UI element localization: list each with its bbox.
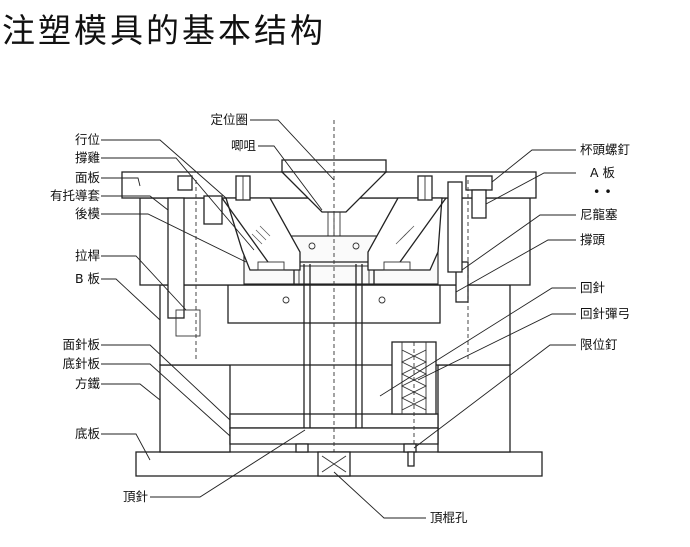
left-labels: 行位 撐雞 面板 有托導套 後模 拉桿 B 板 面針板 底針板 方鐵 底板 (50, 132, 101, 441)
leader-lines (101, 119, 576, 519)
bottom-labels: 頂針 頂棍孔 (123, 489, 468, 525)
label-you-tuo-dao-tao: 有托導套 (50, 188, 101, 203)
label-a-ban: A 板 (590, 165, 616, 180)
label-mian-ban: 面板 (75, 170, 101, 185)
page-title: 注塑模具的基本结构 (2, 11, 326, 50)
label-fang-tie: 方鐵 (75, 376, 101, 391)
label-ding-wei-quan: 定位圈 (210, 112, 248, 127)
label-ding-gun-kong: 頂棍孔 (430, 510, 468, 525)
label-dots: • • (593, 184, 612, 199)
label-hui-zhen: 回針 (580, 280, 606, 295)
mold-drawing (121, 120, 543, 477)
right-labels: 杯頭螺釘 A 板 • • 尼龍塞 撐頭 回針 回針彈弓 限位釘 (580, 142, 630, 352)
label-hou-mo: 後模 (75, 206, 101, 221)
top-labels: 定位圈 唧咀 (210, 112, 256, 153)
label-hang-wei: 行位 (75, 132, 100, 147)
label-xian-wei-ding: 限位釘 (580, 337, 618, 352)
label-bei-tou-luo-ding: 杯頭螺釘 (580, 142, 630, 157)
label-di-ban: 底板 (75, 426, 101, 441)
label-di-zhen-ban: 底針板 (62, 356, 100, 371)
label-ni-long-sai: 尼龍塞 (580, 207, 618, 222)
label-hui-zhen-tan-gong: 回針彈弓 (580, 306, 630, 321)
label-b-ban: B 板 (75, 271, 101, 286)
label-ding-zhen: 頂針 (123, 489, 149, 504)
label-cheng-ji: 撐雞 (75, 150, 100, 165)
label-la-gan: 拉桿 (75, 248, 100, 263)
label-mian-zhen-ban: 面針板 (62, 337, 100, 352)
label-ma-ju: 唧咀 (231, 138, 257, 153)
label-cheng-tou: 撐頭 (580, 232, 606, 247)
